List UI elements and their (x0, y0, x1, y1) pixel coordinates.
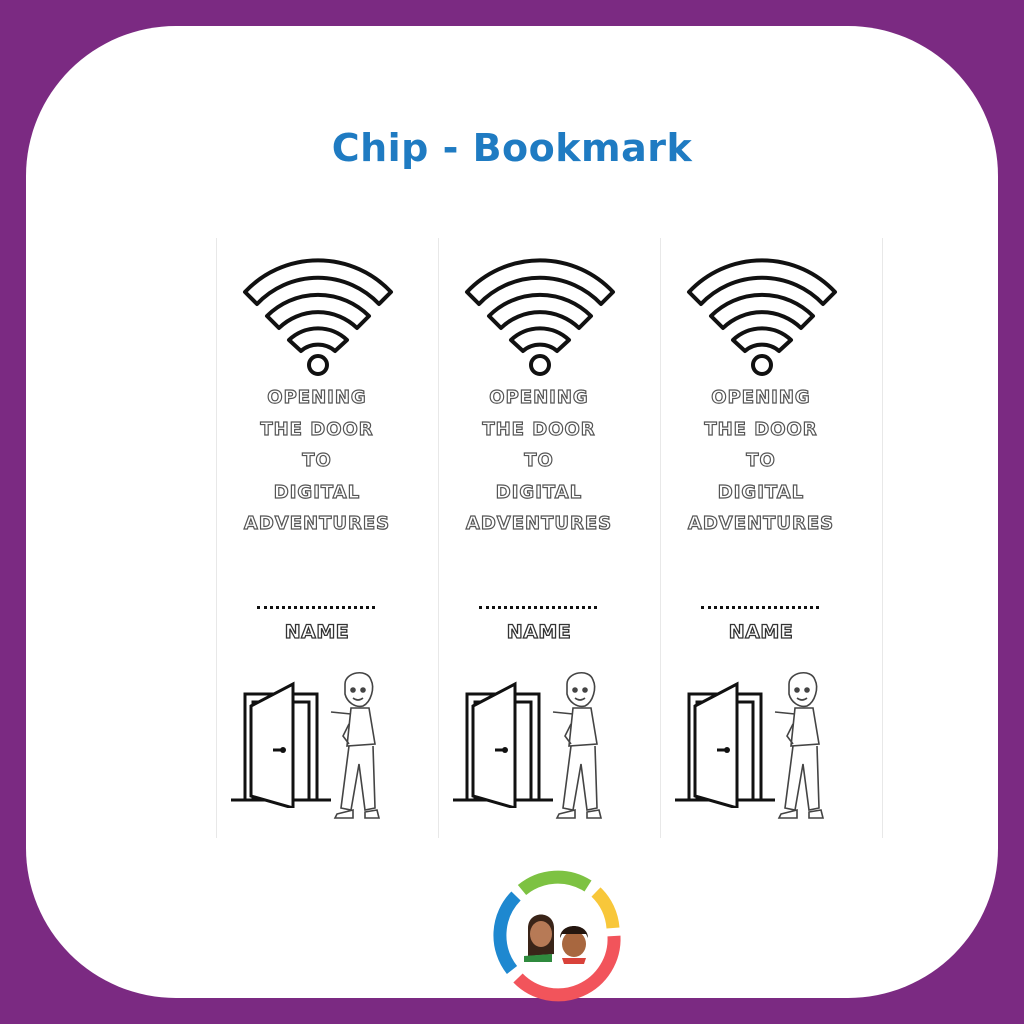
name-label: NAME (728, 620, 794, 643)
slogan-line: THE DOOR (704, 418, 818, 440)
boy-pointing-illustration (552, 672, 603, 819)
slogan: OPENING THE DOOR TO DIGITAL ADVENTURES (217, 382, 417, 540)
slogan-line: THE DOOR (260, 418, 374, 440)
slogan-line: TO (746, 449, 776, 471)
slogan-line: OPENING (711, 386, 811, 408)
wifi-icon (687, 258, 837, 376)
open-door-icon (453, 681, 553, 808)
open-door-icon (675, 681, 775, 808)
kids-faces (524, 914, 588, 964)
slogan-line: ADVENTURES (465, 512, 613, 534)
name-label: NAME (506, 620, 572, 643)
wifi-icon (243, 258, 393, 376)
name-writing-line (701, 606, 819, 609)
slogan-line: OPENING (489, 386, 589, 408)
bookmark-1: OPENING THE DOOR TO DIGITAL ADVENTURES N… (216, 238, 438, 838)
slogan-line: DIGITAL (717, 481, 805, 503)
bookmark-sheet: OPENING THE DOOR TO DIGITAL ADVENTURES N… (216, 238, 883, 838)
wifi-icon (465, 258, 615, 376)
slogan: OPENING THE DOOR TO DIGITAL ADVENTURES (439, 382, 639, 540)
name-writing-line (479, 606, 597, 609)
slogan: OPENING THE DOOR TO DIGITAL ADVENTURES (661, 382, 861, 540)
boy-pointing-illustration (330, 672, 381, 819)
slogan-line: THE DOOR (482, 418, 596, 440)
slogan-line: TO (302, 449, 332, 471)
page-title: Chip - Bookmark (331, 126, 693, 170)
slogan-line: ADVENTURES (687, 512, 835, 534)
bookmark-2: OPENING THE DOOR TO DIGITAL ADVENTURES N… (438, 238, 660, 838)
name-label: NAME (284, 620, 350, 643)
boy-pointing-illustration (774, 672, 825, 819)
slogan-line: DIGITAL (495, 481, 583, 503)
bookmark-3: OPENING THE DOOR TO DIGITAL ADVENTURES N… (660, 238, 883, 838)
name-writing-line (257, 606, 375, 609)
slogan-line: OPENING (267, 386, 367, 408)
slogan-line: DIGITAL (273, 481, 361, 503)
brand-logo-icon (493, 870, 621, 1002)
open-door-icon (231, 681, 331, 808)
slogan-line: ADVENTURES (243, 512, 391, 534)
content-card: Chip - Bookmark OPENING THE DOOR TO DIGI… (26, 26, 998, 1002)
slogan-line: TO (524, 449, 554, 471)
